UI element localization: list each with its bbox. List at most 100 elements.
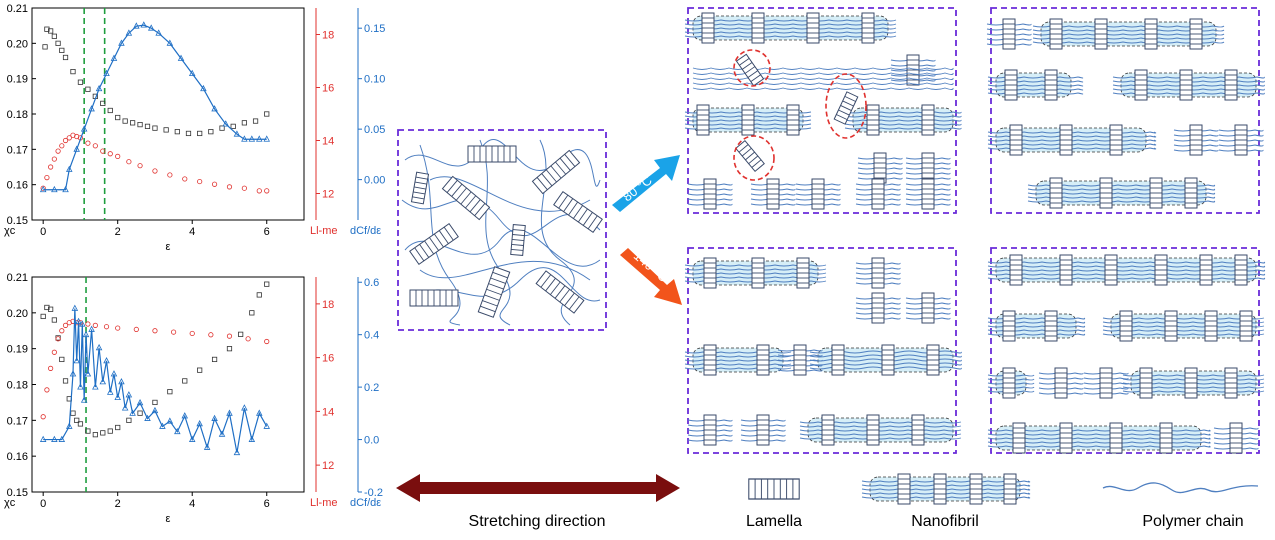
data-point — [115, 424, 121, 431]
data-point — [125, 391, 133, 398]
data-point — [197, 130, 203, 137]
lamella — [756, 344, 770, 376]
data-point — [137, 410, 143, 416]
data-point — [182, 378, 188, 384]
y-axis-label: Ll-me — [310, 497, 338, 509]
data-point — [196, 419, 203, 427]
data-point — [58, 435, 66, 442]
data-point — [44, 175, 50, 181]
data-point — [70, 69, 76, 75]
lamella — [1239, 310, 1253, 342]
data-point — [152, 125, 158, 131]
data-point — [121, 404, 129, 411]
data-point — [200, 84, 207, 92]
data-point — [166, 417, 174, 424]
data-point — [248, 135, 256, 142]
polymer-chain — [987, 429, 1211, 432]
y-tick-label: 14 — [322, 406, 334, 418]
data-point — [118, 39, 125, 46]
lamella — [1004, 69, 1018, 101]
polymer-chain — [692, 82, 954, 85]
nanofibril — [1040, 21, 1217, 47]
data-point — [92, 432, 98, 438]
y-tick-label: 0.16 — [7, 180, 28, 192]
data-point — [144, 123, 151, 129]
data-point — [133, 22, 140, 29]
data-point — [256, 188, 262, 194]
lamella — [1189, 18, 1203, 50]
data-point — [174, 427, 181, 435]
lamella — [1104, 254, 1118, 286]
data-point — [147, 24, 155, 31]
lamella — [926, 344, 940, 376]
lamella — [911, 414, 925, 446]
legend-polymer-chain-symbol — [1102, 482, 1259, 494]
data-point — [263, 135, 270, 142]
data-point — [85, 86, 91, 92]
polymer-chain — [844, 119, 962, 122]
data-point — [51, 317, 57, 323]
y-tick-label: 0.18 — [7, 109, 28, 121]
data-point — [103, 357, 110, 364]
lamella — [1234, 124, 1248, 156]
data-point — [238, 331, 244, 337]
y-tick-label: 0.4 — [364, 330, 379, 342]
data-point — [40, 313, 46, 320]
plot-frame — [31, 7, 305, 221]
y-tick-label: 0.15 — [7, 487, 28, 499]
data-point — [252, 118, 259, 124]
data-point — [115, 153, 121, 159]
data-point — [100, 430, 106, 436]
lamella — [1179, 69, 1193, 101]
lamella — [921, 178, 935, 210]
polymer-chain — [987, 433, 1211, 436]
lamella — [1044, 310, 1058, 342]
polymer-chain — [684, 351, 792, 354]
data-point — [66, 165, 73, 172]
data-point — [126, 159, 132, 165]
lamella — [881, 344, 895, 376]
lamella — [1002, 367, 1016, 399]
arrow-140C: 140 °C — [620, 248, 682, 305]
lamella — [1144, 18, 1158, 50]
data-point — [170, 329, 177, 335]
data-point — [42, 44, 48, 50]
data-point — [66, 422, 73, 429]
y-tick-label: 0.2 — [364, 382, 379, 394]
lamella — [793, 344, 807, 376]
lamella — [933, 473, 947, 505]
lamella — [1204, 310, 1218, 342]
data-point — [100, 148, 106, 154]
data-point — [219, 125, 225, 131]
data-point — [103, 69, 110, 77]
y-tick-label: 18 — [322, 30, 334, 42]
data-point — [174, 129, 180, 135]
lamella — [1184, 367, 1198, 399]
data-point — [230, 123, 236, 129]
data-point — [211, 356, 218, 363]
data-point — [48, 164, 54, 170]
y-tick-label: 0.19 — [7, 344, 28, 356]
x-tick-label: 0 — [40, 226, 46, 238]
y-tick-label: 0.16 — [7, 451, 28, 463]
nanofibril — [1110, 313, 1257, 339]
data-point — [51, 156, 57, 162]
lamella — [703, 178, 717, 210]
legend-polymer-chain-label: Polymer chain — [1142, 513, 1243, 530]
polymer-chain — [684, 355, 792, 358]
data-point — [197, 367, 203, 373]
data-point — [92, 143, 98, 149]
data-point — [114, 393, 121, 401]
lamella — [811, 178, 825, 210]
lamella — [921, 104, 935, 136]
polymer-chain — [987, 265, 1266, 268]
kink-highlight — [733, 49, 771, 87]
data-point — [256, 292, 262, 298]
lamella — [1189, 124, 1203, 156]
y-tick-label: 0.18 — [7, 380, 28, 392]
data-point — [44, 26, 50, 32]
data-point — [241, 120, 247, 126]
data-point — [188, 435, 196, 442]
y-tick-label: 0.17 — [7, 415, 28, 427]
